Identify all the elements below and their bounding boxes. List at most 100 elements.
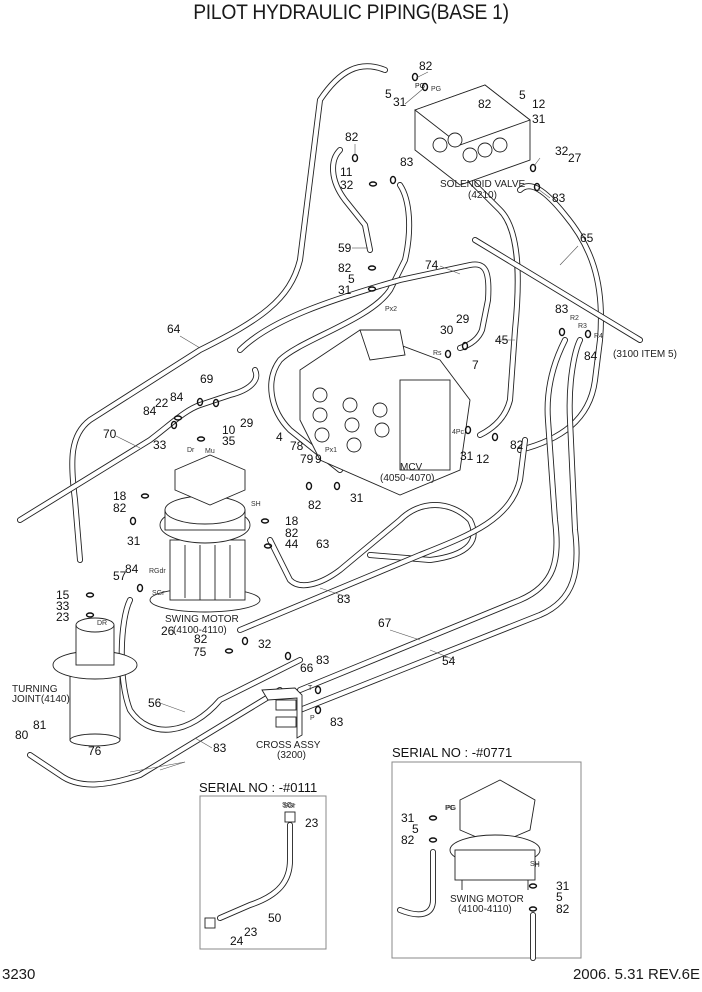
inset-component-ref: (4100-4110) bbox=[458, 904, 512, 915]
callout: 67 bbox=[378, 616, 392, 630]
callout: 12 bbox=[532, 97, 546, 111]
page-number: 3230 bbox=[2, 966, 36, 983]
inset-component-label: SWING MOTOR bbox=[450, 894, 524, 905]
port-label: PG bbox=[446, 805, 456, 812]
callout: 83 bbox=[400, 155, 414, 169]
callout: 78 bbox=[290, 439, 304, 453]
callout: 31 bbox=[556, 879, 570, 893]
callout: 83 bbox=[330, 715, 344, 729]
port-label: T bbox=[308, 685, 313, 692]
callout-numbers: 82 5 31 PG 82 5 12 31 82 11 32 83 32 27 … bbox=[15, 59, 598, 758]
port-label: R2 bbox=[570, 315, 579, 322]
port-label: SGr bbox=[152, 590, 165, 597]
port-label: 4Pc bbox=[452, 429, 465, 436]
callout: 35 bbox=[222, 434, 236, 448]
pipe-ref-label: (3100 ITEM 5) bbox=[613, 349, 677, 360]
callout: 15 bbox=[56, 588, 70, 602]
port-label: SH bbox=[530, 861, 540, 868]
cross-assy-ref: (3200) bbox=[277, 750, 306, 761]
callout: 82 bbox=[510, 438, 524, 452]
swing-motor-ref: (4100-4110) bbox=[173, 625, 227, 636]
callout: 74 bbox=[425, 258, 439, 272]
mcv-valve[interactable] bbox=[299, 329, 471, 496]
callout: 26 bbox=[161, 624, 175, 638]
callout: 82 bbox=[478, 97, 492, 111]
turning-joint[interactable] bbox=[52, 617, 138, 747]
port-label: R4 bbox=[594, 333, 603, 340]
callout: 31 bbox=[460, 449, 474, 463]
callout: 32 bbox=[258, 637, 272, 651]
callout: 82 bbox=[308, 498, 322, 512]
turning-joint-label-1: TURNING bbox=[12, 684, 58, 695]
callout: 84 bbox=[170, 390, 184, 404]
port-label: Px2 bbox=[385, 306, 397, 313]
callout: 23 bbox=[56, 610, 70, 624]
callout: 31 bbox=[393, 95, 407, 109]
callout: 82 bbox=[556, 902, 570, 916]
callout: 12 bbox=[476, 452, 490, 466]
port-label: SGr bbox=[283, 803, 296, 810]
callout: 84 bbox=[584, 349, 598, 363]
callout: 57 bbox=[113, 569, 127, 583]
cross-assy-label: CROSS ASSY bbox=[256, 740, 321, 751]
callout: 84 bbox=[125, 562, 139, 576]
swing-motor[interactable] bbox=[149, 454, 261, 613]
callout: 59 bbox=[338, 241, 352, 255]
callout: 5 bbox=[348, 272, 355, 286]
callout: 83 bbox=[316, 653, 330, 667]
callout: 5 bbox=[556, 890, 563, 904]
callout: 33 bbox=[153, 438, 167, 452]
callout: PG bbox=[415, 83, 425, 90]
callout: 70 bbox=[103, 427, 117, 441]
solenoid-valve-ref: (4210) bbox=[468, 190, 497, 201]
callout: 82 bbox=[113, 501, 127, 515]
callout: 83 bbox=[213, 741, 227, 755]
callout: 22 bbox=[155, 396, 169, 410]
callout: 29 bbox=[456, 312, 470, 326]
callout: 82 bbox=[194, 632, 208, 646]
callout: 23 bbox=[305, 816, 319, 830]
port-label: RGdr bbox=[149, 568, 166, 575]
callout: 27 bbox=[568, 151, 582, 165]
callout: 5 bbox=[412, 822, 419, 836]
callout: 32 bbox=[340, 178, 354, 192]
port-label: Px1 bbox=[325, 447, 337, 454]
callout: 31 bbox=[350, 491, 364, 505]
callout: 29 bbox=[240, 416, 254, 430]
mcv-label: MCV bbox=[400, 462, 423, 473]
port-label: P bbox=[310, 715, 315, 722]
swing-motor-label: SWING MOTOR bbox=[165, 614, 239, 625]
callout: 31 bbox=[532, 112, 546, 126]
inset-title: SERIAL NO : -#0771 bbox=[392, 745, 512, 760]
port-label: PG bbox=[445, 805, 455, 812]
inset-serial-0111: SERIAL NO : -#0111 SGr 23 50 23 24 bbox=[199, 780, 327, 950]
callout: 81 bbox=[33, 718, 47, 732]
solenoid-valve[interactable] bbox=[414, 84, 531, 186]
turning-joint-label-2: JOINT(4140) bbox=[12, 694, 70, 705]
callout: 63 bbox=[316, 537, 330, 551]
cross-assy[interactable] bbox=[261, 687, 303, 739]
callout: 65 bbox=[580, 231, 594, 245]
callout: 24 bbox=[230, 934, 244, 948]
port-label: Dr bbox=[187, 447, 195, 454]
callout: 80 bbox=[15, 728, 29, 742]
hose-lines bbox=[17, 63, 643, 788]
callout: 82 bbox=[401, 833, 415, 847]
callout: 76 bbox=[88, 744, 102, 758]
callout: 30 bbox=[440, 323, 454, 337]
callout: 82 bbox=[419, 59, 433, 73]
port-label: R3 bbox=[578, 323, 587, 330]
callout: 64 bbox=[167, 322, 181, 336]
callout: 18 bbox=[113, 489, 127, 503]
callout: 31 bbox=[127, 534, 141, 548]
callout: 50 bbox=[268, 911, 282, 925]
inset-serial-0771: SERIAL NO : -#0771 PG SH SWING MOTOR (41… bbox=[391, 745, 582, 961]
port-label: DR bbox=[97, 620, 107, 627]
callout: 79 bbox=[300, 452, 314, 466]
callout: 83 bbox=[552, 191, 566, 205]
callout: 56 bbox=[148, 696, 162, 710]
callout: 69 bbox=[200, 372, 214, 386]
hose-65 bbox=[517, 183, 604, 453]
callout: 11 bbox=[340, 165, 353, 179]
